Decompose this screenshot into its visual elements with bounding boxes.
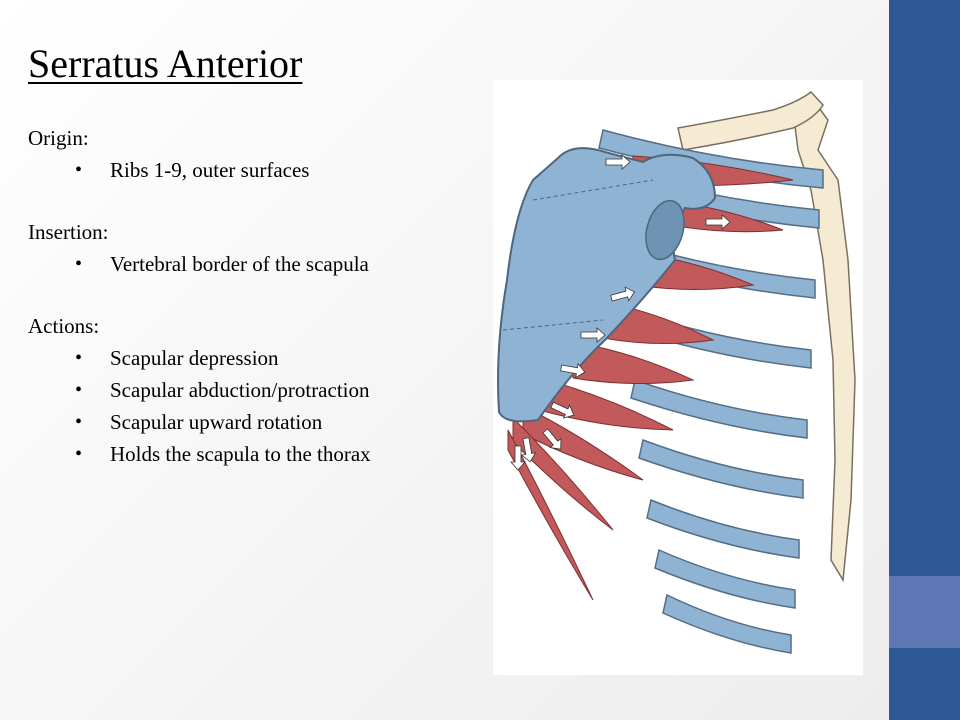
actions-label: Actions: (28, 314, 100, 338)
scapula-spine-line (532, 179, 654, 201)
glenoid-fossa (645, 199, 685, 261)
sidebar-accent-block (889, 576, 960, 648)
serratus-muscle-slip (507, 429, 594, 601)
rib-bone (638, 438, 804, 499)
arrow-icon (580, 327, 606, 343)
action-item: Scapular depression (28, 342, 468, 374)
rib-bone (630, 379, 808, 439)
origin-list: Ribs 1-9, outer surfaces (28, 154, 468, 186)
arrow-icon (520, 437, 537, 463)
action-item: Scapular upward rotation (28, 406, 468, 438)
arrow-icon (550, 401, 575, 419)
serratus-muscle-slip (572, 341, 695, 385)
insertion-label: Insertion: (28, 220, 109, 244)
serratus-muscle-slip (542, 378, 674, 431)
insertion-list: Vertebral border of the scapula (28, 248, 468, 280)
slide-title: Serratus Anterior (28, 41, 303, 86)
scapula-lower-line (502, 319, 604, 331)
origin-item: Ribs 1-9, outer surfaces (28, 154, 468, 186)
rib-bone (662, 593, 792, 654)
actions-list: Scapular depression Scapular abduction/p… (28, 342, 468, 470)
clavicle-bone (677, 90, 824, 151)
origin-label: Origin: (28, 126, 89, 150)
rib-bone (654, 548, 796, 609)
arrow-icon (542, 428, 562, 450)
arrow-icon (705, 214, 731, 230)
slide-content: Origin: Ribs 1-9, outer surfaces Inserti… (28, 122, 468, 500)
arrow-icon (510, 445, 526, 471)
serratus-anterior-anatomy-icon (497, 90, 856, 654)
action-item: Holds the scapula to the thorax (28, 438, 468, 470)
insertion-item: Vertebral border of the scapula (28, 248, 468, 280)
rib-bone (646, 498, 800, 559)
action-item: Scapular abduction/protraction (28, 374, 468, 406)
arrow-icon (610, 286, 636, 302)
arrow-icon (605, 154, 631, 170)
serratus-muscle-slip (512, 416, 614, 531)
arrow-icon (560, 362, 586, 379)
anatomy-figure (493, 80, 863, 675)
